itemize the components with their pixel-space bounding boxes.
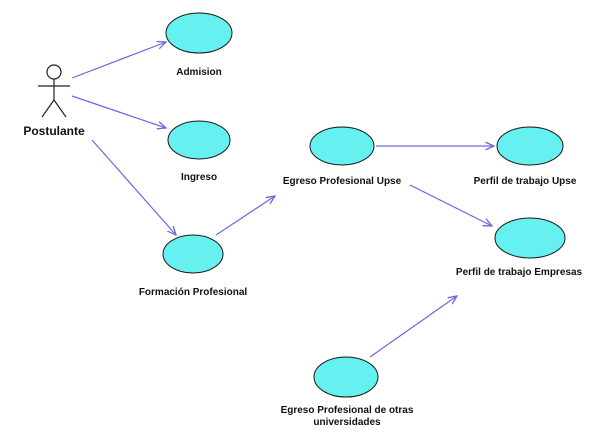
usecase-formacion-ellipse[interactable] — [162, 234, 224, 274]
usecase-egreso-otras-label: Egreso Profesional de otras universidade… — [280, 405, 414, 428]
arrow-postulante-admision — [71, 42, 166, 79]
arrow-postulante-ingreso — [71, 95, 166, 128]
arrow-postulante-formacion — [91, 139, 176, 235]
usecase-admision-ellipse[interactable] — [165, 12, 233, 54]
usecase-egreso-upse-label: Egreso Profesional Upse — [282, 176, 402, 187]
usecase-egreso-upse-ellipse[interactable] — [309, 126, 375, 166]
actor-postulante-label: Postulante — [23, 124, 85, 138]
usecase-admision-label: Admision — [176, 67, 222, 78]
usecase-perfil-upse-label: Perfil de trabajo Upse — [473, 176, 577, 187]
usecase-egreso-otras-ellipse[interactable] — [313, 356, 379, 398]
arrow-formacion-egreso-upse — [215, 196, 275, 236]
usecase-perfil-empresas-label: Perfil de trabajo Empresas — [455, 267, 583, 278]
actor-postulante-figure — [38, 64, 70, 118]
usecase-formacion-label: Formación Profesional — [138, 287, 248, 298]
usecase-ingreso-ellipse[interactable] — [167, 120, 231, 160]
arrow-egreso-otras-perfil-empresas — [369, 296, 457, 358]
arrow-egreso-upse-perfil-empresas — [409, 184, 492, 226]
usecase-perfil-upse-ellipse[interactable] — [496, 126, 564, 166]
usecase-perfil-empresas-ellipse[interactable] — [494, 217, 566, 259]
usecase-ingreso-label: Ingreso — [180, 172, 218, 183]
